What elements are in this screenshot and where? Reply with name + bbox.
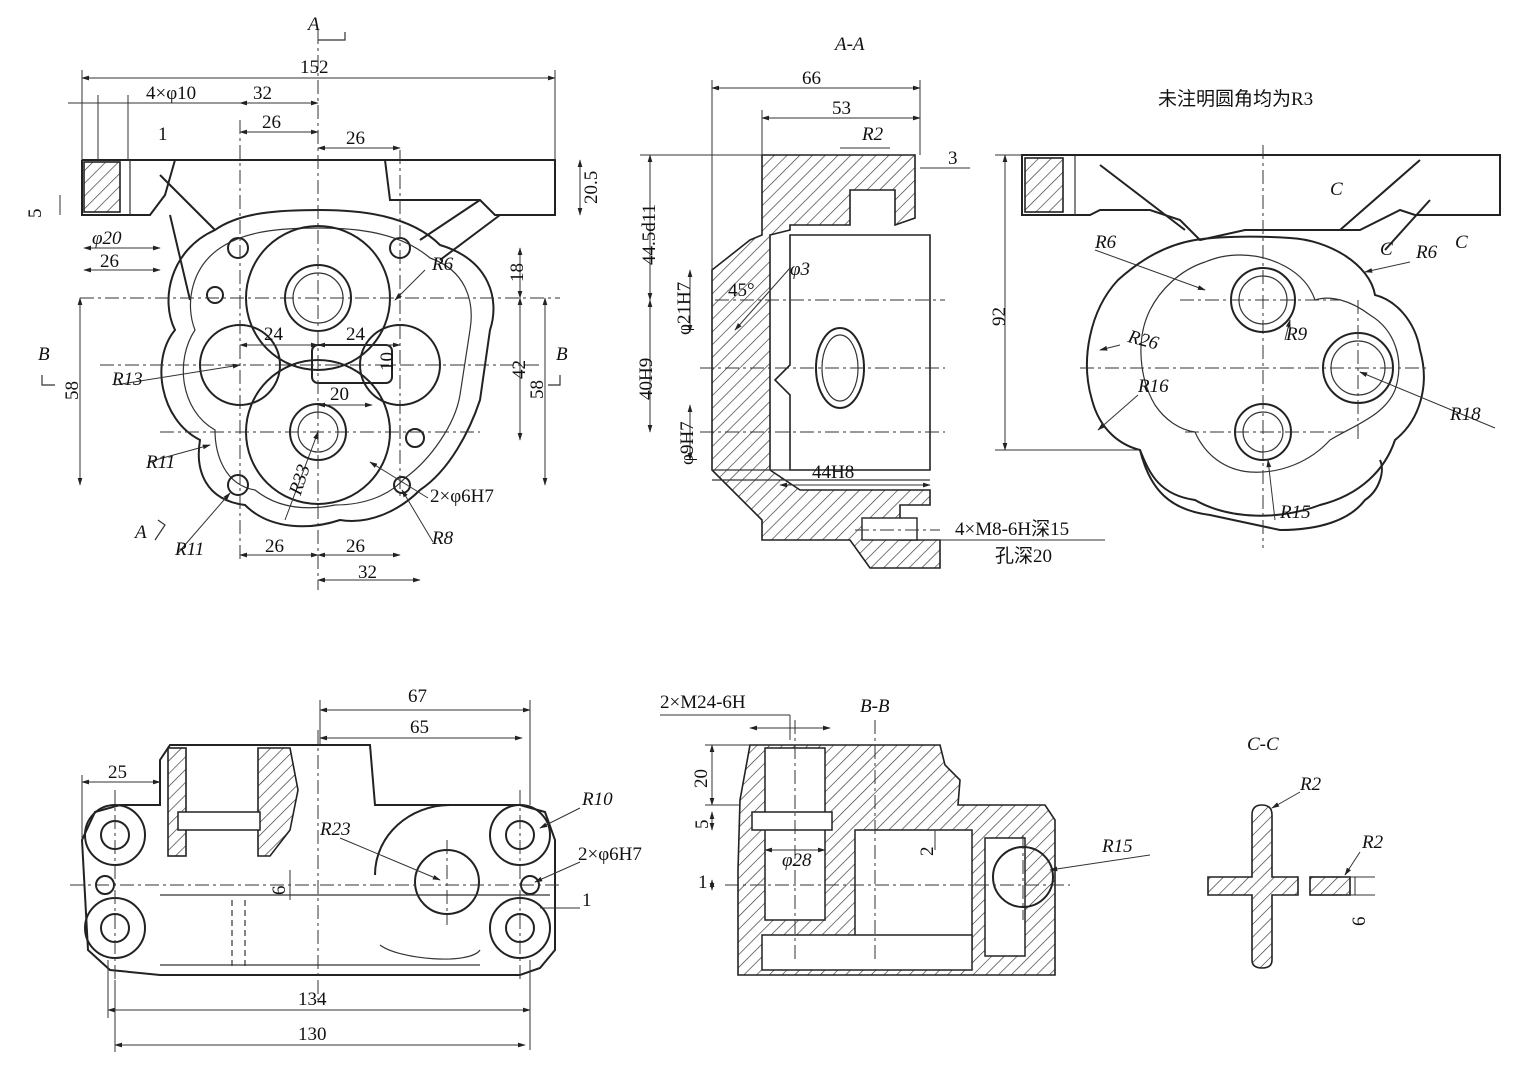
rear-view-labels: 未注明圆角均为R3 C C C R6 R6 92 R26 R9 R16 R18 … [989,88,1481,523]
dim-r11-a: R11 [145,452,175,473]
dim-phi20: φ20 [92,228,122,249]
section-mark-b-left: B [38,344,50,365]
section-mark-a-bottom: A [133,522,147,543]
section-c-mark-a: C [1330,179,1343,200]
section-mark-b-right: B [556,344,568,365]
section-aa-view [640,80,1105,569]
dim-44h8: 44H8 [812,462,854,483]
dim-r10: R10 [581,789,613,810]
dim-5: 5 [25,209,46,219]
dim-40h9: 40H9 [636,358,657,400]
dim-r18: R18 [1449,404,1481,425]
dim-45deg: 45° [728,280,755,301]
dim-152: 152 [300,57,329,78]
dim-26-b: 26 [346,128,365,149]
dim-pin-holes-bottom: 2×φ6H7 [578,844,642,865]
dim-20-bb: 20 [691,769,712,788]
dim-r15-bb: R15 [1101,836,1133,857]
section-c-mark-c: C [1455,232,1468,253]
dim-r11-b: R11 [174,539,204,560]
dim-pin-holes: 2×φ6H7 [430,486,494,507]
dim-26-left: 26 [100,251,119,272]
section-bb-title: B-B [860,696,890,717]
dim-r2: R2 [861,124,884,145]
dim-phi21h7: φ21H7 [674,282,695,335]
dim-r33: R33 [285,462,315,499]
dim-58-right: 58 [527,380,548,399]
dim-r9: R9 [1285,324,1308,345]
dim-2-bb: 2 [917,847,938,857]
dim-42: 42 [509,360,530,379]
dim-67: 67 [408,686,427,707]
dim-3: 3 [948,148,958,169]
dim-r8: R8 [431,528,454,549]
dim-phi9h7: φ9H7 [677,421,698,465]
dim-26-c: 26 [265,536,284,557]
dim-1: 1 [158,124,168,145]
front-view-labels: A B B A 152 4×φ10 32 26 26 1 5 φ20 26 20… [25,14,602,583]
dim-18: 18 [507,263,528,282]
dim-r2-cc-b: R2 [1361,832,1384,853]
note-fillet-radius: 未注明圆角均为R3 [1158,88,1313,110]
dim-58-left: 58 [62,381,83,400]
section-aa-labels: A-A 66 53 R2 3 44.5d11 φ21H7 45° φ3 40H9… [636,34,1069,567]
section-bb-labels: B-B 2×M24-6H 20 5 1 φ28 2 R15 [660,692,1133,893]
dim-r6-a: R6 [1094,232,1117,253]
section-bb-view [660,714,1151,976]
dim-20-5: 20.5 [581,171,602,204]
dim-holes: 4×φ10 [146,83,196,104]
dim-92: 92 [989,307,1010,326]
front-view [41,30,583,590]
rear-view [995,145,1501,548]
dim-130: 130 [298,1024,327,1045]
section-cc-labels: C-C R2 R2 6 [1247,734,1384,926]
dim-thread-m24: 2×M24-6H [660,692,746,713]
dim-r16: R16 [1137,376,1169,397]
section-cc-title: C-C [1247,734,1279,755]
section-aa-title: A-A [833,34,865,55]
dim-r26: R26 [1125,326,1161,355]
dim-26-d: 26 [346,536,365,557]
dim-6-cc: 6 [1349,917,1370,927]
dim-20: 20 [330,384,349,405]
dim-5-bb: 5 [692,820,713,830]
dim-r15: R15 [1279,502,1311,523]
dim-1-bb: 1 [698,872,708,893]
dim-hole-depth: 孔深20 [995,545,1052,567]
dim-r2-cc-a: R2 [1299,774,1322,795]
dim-44-5d11: 44.5d11 [639,204,660,265]
dim-r6-b: R6 [1415,242,1438,263]
dim-6-bottom: 6 [269,886,290,896]
dim-r6: R6 [431,254,454,275]
section-c-mark-b: C [1380,239,1393,260]
dim-65: 65 [410,717,429,738]
section-mark-a-top: A [306,14,320,35]
dim-25: 25 [108,762,127,783]
dim-phi3: φ3 [790,259,810,280]
dim-r13: R13 [111,369,143,390]
bottom-view-labels: 67 65 25 R10 R23 2×φ6H7 6 1 134 130 [108,686,642,1045]
dim-24-a: 24 [264,324,284,345]
dim-53: 53 [832,98,851,119]
dim-26-a: 26 [262,112,281,133]
dim-66: 66 [802,68,821,89]
dim-thread-m8: 4×M8-6H深15 [955,518,1069,540]
bottom-view [70,700,581,1052]
dim-134: 134 [298,989,327,1010]
dim-24-b: 24 [346,324,366,345]
dim-32-top: 32 [253,83,272,104]
dim-10: 10 [377,352,398,371]
dim-1-bottom: 1 [582,890,592,911]
dim-r23: R23 [319,819,351,840]
dim-32-bottom: 32 [358,562,377,583]
section-cc-view [1207,791,1375,969]
dim-phi28: φ28 [782,850,812,871]
